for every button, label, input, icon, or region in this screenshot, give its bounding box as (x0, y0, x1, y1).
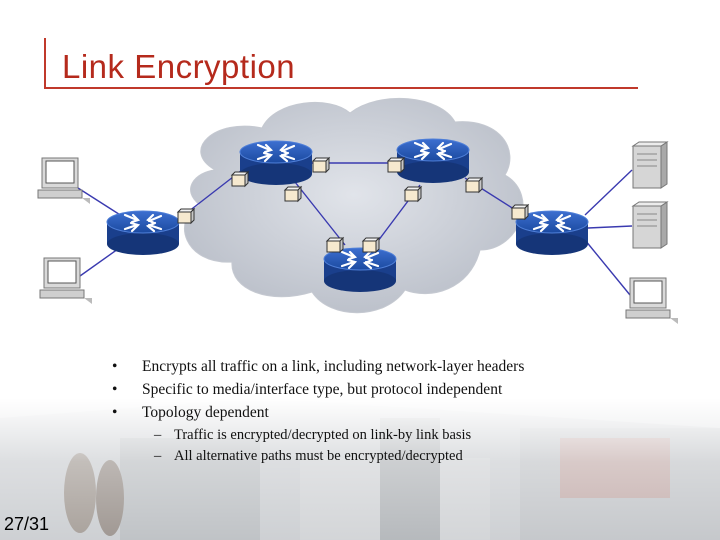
encryption-box-icon (231, 171, 249, 187)
server-icon (632, 201, 668, 249)
encryption-box-icon (465, 177, 483, 193)
pc-icon (37, 157, 91, 205)
sub-bullet-item: – All alternative paths must be encrypte… (112, 448, 672, 469)
sub-bullet-text: All alternative paths must be encrypted/… (174, 448, 463, 464)
link-pc1-r1 (77, 187, 126, 219)
router-icon (322, 246, 398, 294)
background-photo (0, 398, 720, 540)
sub-bullet-marker: – (154, 427, 162, 443)
encryption-box-icon (362, 237, 380, 253)
server-icon (632, 141, 668, 189)
link-r2-r4 (294, 181, 346, 246)
bullet-text: Encrypts all traffic on a link, includin… (142, 358, 525, 375)
bullet-marker: • (112, 358, 118, 375)
bullet-marker: • (112, 404, 118, 421)
slide-title: Link Encryption (62, 48, 296, 85)
encryption-box-icon (404, 186, 422, 202)
router-icon (238, 139, 314, 187)
bullet-text: Topology dependent (142, 404, 269, 421)
encryption-box-icon (326, 237, 344, 253)
sub-bullet-item: – Traffic is encrypted/decrypted on link… (112, 427, 672, 448)
page-number: 27/31 (4, 514, 50, 534)
encryption-box-icon (511, 204, 529, 220)
link-r5-srv2 (587, 225, 633, 229)
router-icon (395, 137, 471, 185)
bullet-item: • Topology dependent (112, 404, 672, 427)
bullet-item: • Specific to media/interface type, but … (112, 381, 672, 404)
bullet-list: • Encrypts all traffic on a link, includ… (112, 358, 672, 469)
link-r5-srv1 (584, 169, 633, 216)
bullet-item: • Encrypts all traffic on a link, includ… (112, 358, 672, 381)
encryption-box-icon (387, 157, 405, 173)
bullet-marker: • (112, 381, 118, 398)
title-rule-horizontal (44, 87, 638, 89)
pc-icon (39, 257, 93, 305)
link-r5-pc3 (584, 239, 631, 296)
encryption-box-icon (312, 157, 330, 173)
encryption-box-icon (177, 208, 195, 224)
bullet-text: Specific to media/interface type, but pr… (142, 381, 503, 398)
encryption-box-icon (284, 186, 302, 202)
sub-bullet-marker: – (154, 448, 162, 464)
pc-icon (625, 277, 679, 325)
router-icon (105, 209, 181, 257)
sub-bullet-text: Traffic is encrypted/decrypted on link-b… (174, 427, 472, 443)
title-rule-vertical (44, 38, 46, 88)
